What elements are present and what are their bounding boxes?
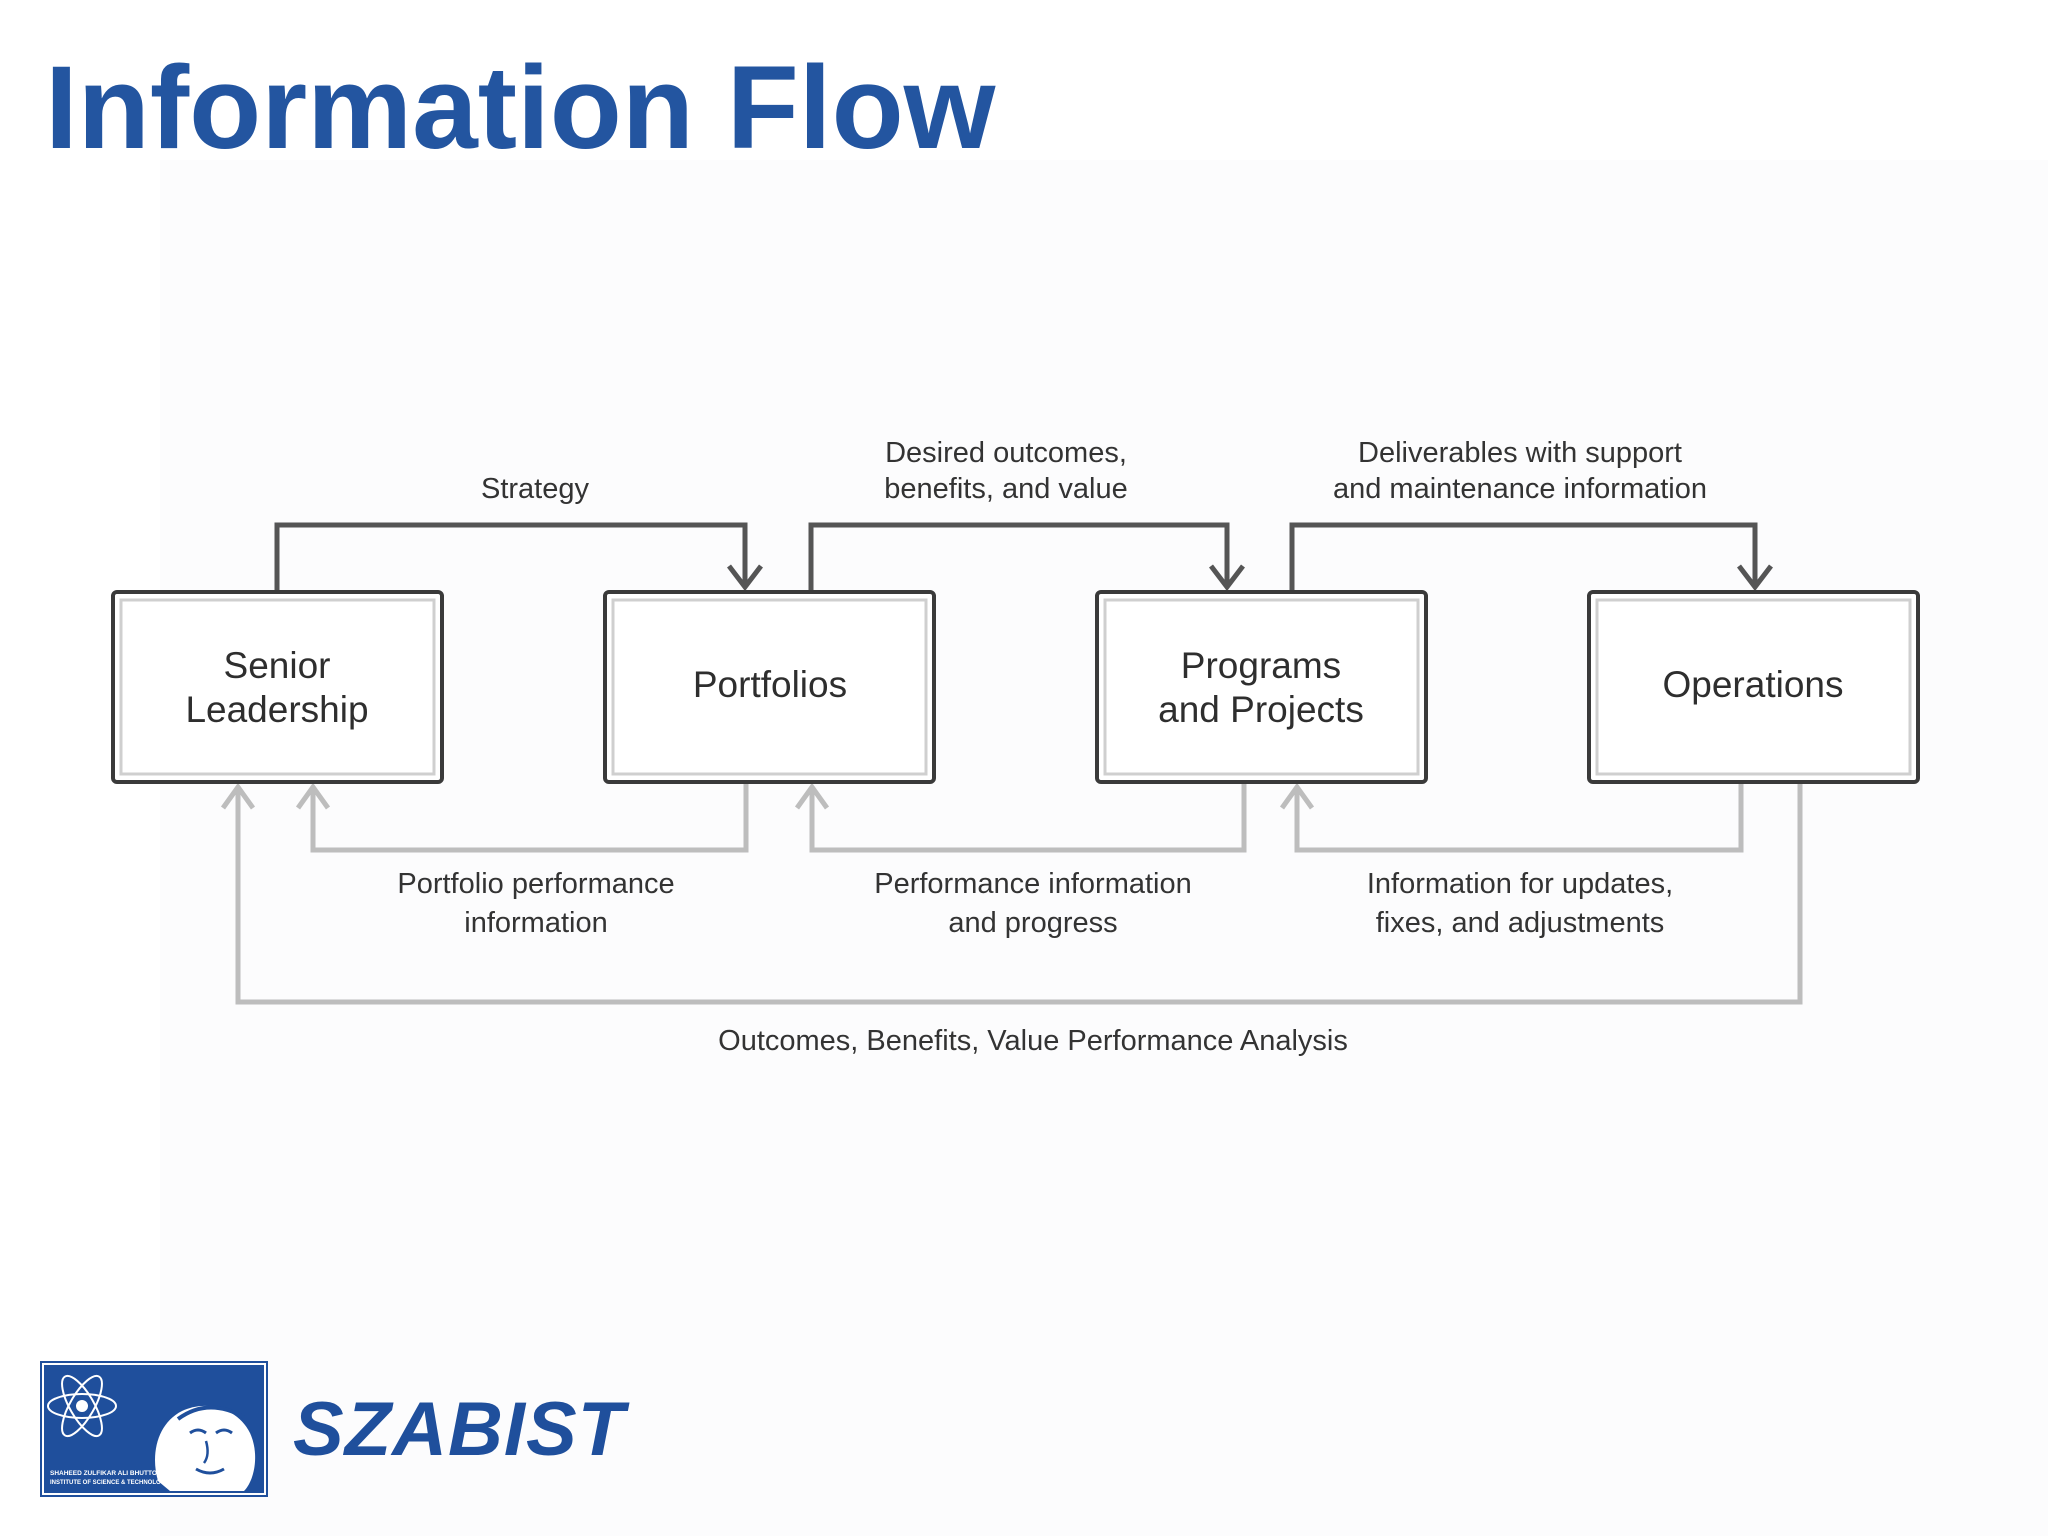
arrow-portfolio-performance [295, 782, 749, 853]
label-portfolio-performance-line1: Portfolio performance [397, 868, 674, 900]
box-operations: Operations [1587, 590, 1920, 784]
label-deliverables-line1: Deliverables with support [1358, 437, 1682, 469]
box-senior-leadership: Senior Leadership [111, 590, 444, 784]
arrow-desired-outcomes [808, 522, 1245, 592]
szabist-wordmark: SZABIST [293, 1387, 626, 1472]
label-desired-outcomes-line2: benefits, and value [884, 473, 1127, 505]
atom-icon [47, 1374, 117, 1438]
label-strategy: Strategy [481, 473, 589, 505]
portrait-icon [155, 1405, 256, 1491]
box-senior-leadership-line1: Senior [224, 645, 331, 686]
szabist-seal-logo: SHAHEED ZULFIKAR ALI BHUTTO INSTITUTE OF… [40, 1361, 268, 1497]
seal-caption-line1: SHAHEED ZULFIKAR ALI BHUTTO [50, 1470, 157, 1477]
box-programs-projects-line1: Programs [1181, 645, 1341, 686]
label-updates-fixes-line1: Information for updates, [1367, 868, 1673, 900]
box-senior-leadership-line2: Leadership [185, 689, 368, 730]
arrow-updates-fixes [1279, 782, 1744, 853]
box-programs-projects-line2: and Projects [1158, 689, 1364, 730]
label-desired-outcomes-line1: Desired outcomes, [885, 437, 1127, 469]
label-performance-progress-line1: Performance information [874, 868, 1192, 900]
label-deliverables-line2: and maintenance information [1333, 473, 1707, 505]
box-programs-projects: Programs and Projects [1095, 590, 1428, 784]
seal-caption-line2: INSTITUTE OF SCIENCE & TECHNOLOGY [50, 1480, 169, 1486]
arrow-strategy [274, 522, 763, 592]
box-portfolios: Portfolios [603, 590, 936, 784]
slide-title: Information Flow [45, 42, 996, 174]
arrow-performance-progress [794, 782, 1247, 853]
arrow-deliverables [1289, 522, 1773, 592]
label-portfolio-performance-line2: information [464, 907, 607, 939]
arrow-outcomes-analysis [220, 782, 1803, 1005]
box-portfolios-label: Portfolios [693, 664, 847, 705]
box-operations-label: Operations [1663, 664, 1844, 705]
label-outcomes-analysis: Outcomes, Benefits, Value Performance An… [718, 1025, 1348, 1057]
label-performance-progress-line2: and progress [948, 907, 1117, 939]
label-updates-fixes-line2: fixes, and adjustments [1376, 907, 1665, 939]
